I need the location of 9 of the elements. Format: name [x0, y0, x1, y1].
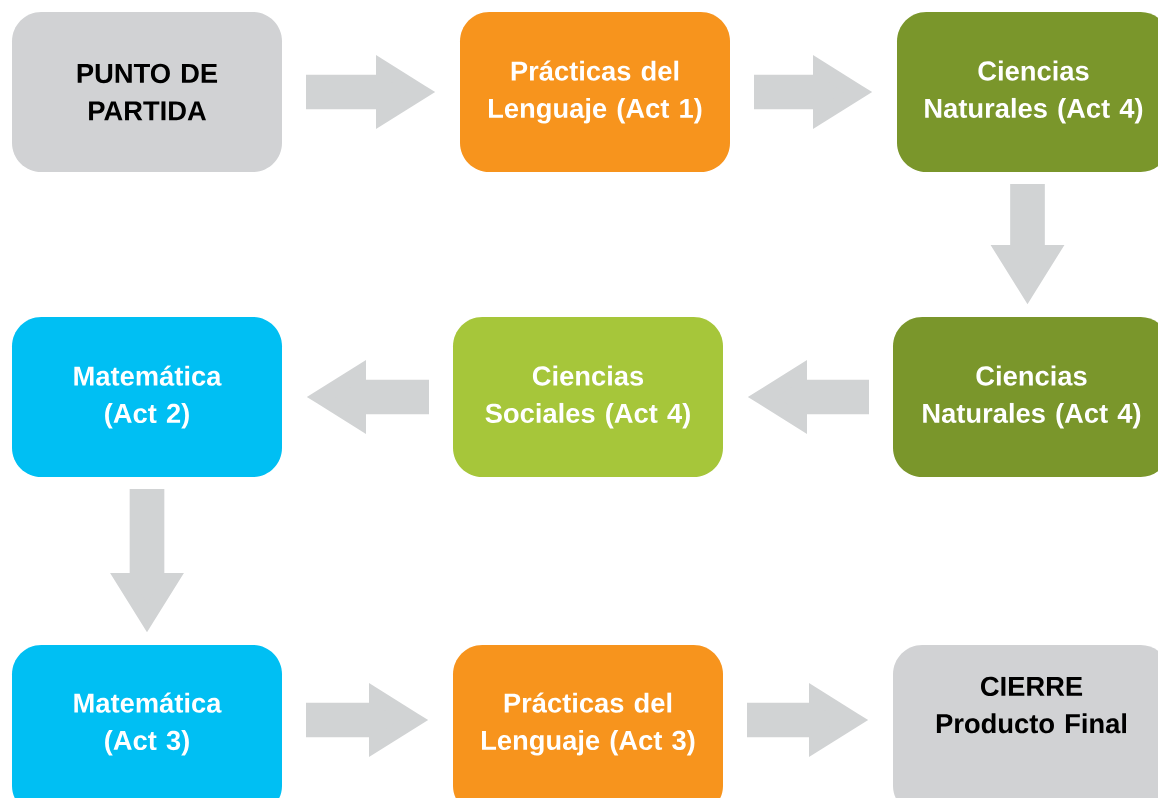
process-box: Prácticas del Lenguaje (Act 1) [460, 12, 730, 172]
process-box: Ciencias Sociales (Act 4) [453, 317, 723, 477]
process-box: Prácticas del Lenguaje (Act 3) [453, 645, 723, 798]
process-box: CIERRE Producto Final [893, 645, 1158, 798]
process-box: Matemática (Act 2) [12, 317, 282, 477]
process-box: Matemática (Act 3) [12, 645, 282, 798]
process-box: PUNTO DE PARTIDA [12, 12, 282, 172]
process-box: Ciencias Naturales (Act 4) [897, 12, 1158, 172]
process-box: Ciencias Naturales (Act 4) [893, 317, 1158, 477]
